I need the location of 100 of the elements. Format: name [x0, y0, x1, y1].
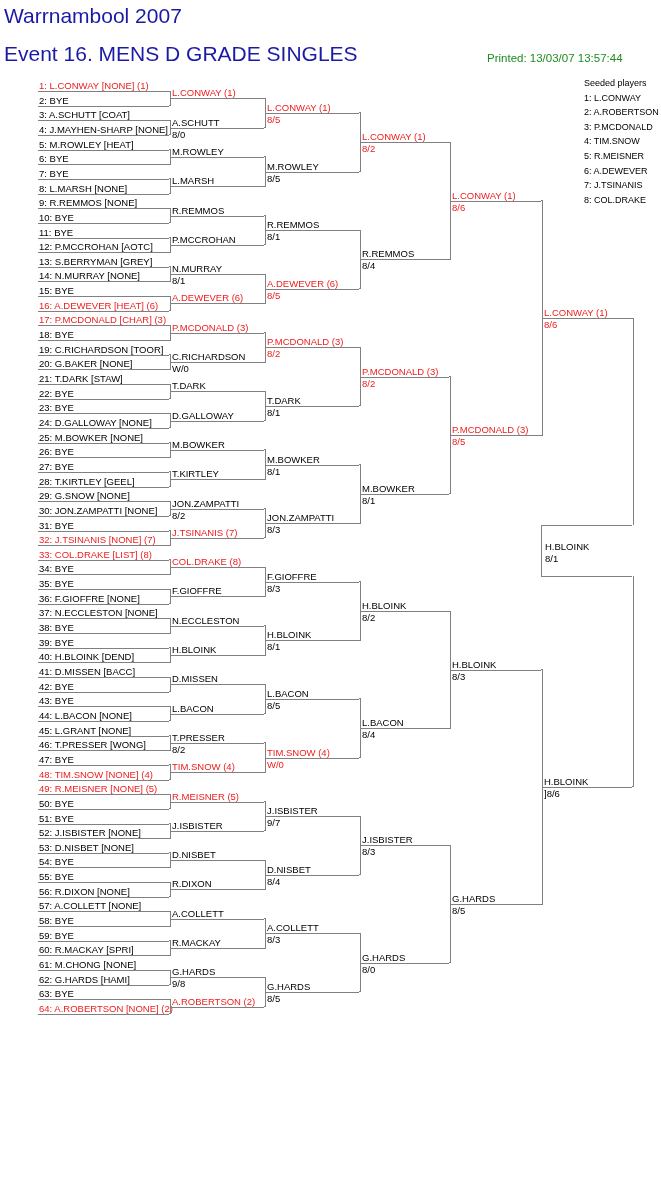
bracket-connector [263, 508, 267, 524]
player-name: L.CONWAY (1) [543, 307, 608, 319]
player-name: 35: BYE [38, 578, 74, 590]
player-name: 56: R.DIXON [NONE] [38, 885, 130, 897]
player-name: 53: D.NISBET [NONE] [38, 841, 134, 853]
match-score: 8/3 [266, 524, 281, 536]
match-score: 8/5 [266, 992, 281, 1004]
match-score: 8/1 [266, 406, 281, 418]
bracket-connector [263, 742, 267, 759]
player-name: T.PRESSER [171, 731, 225, 743]
bracket-connector [168, 420, 172, 429]
bracket-connector [168, 881, 172, 890]
player-name: 4: J.MAYHEN-SHARP [NONE] [38, 123, 168, 135]
event-title: Event 16. MENS D GRADE SINGLES [4, 42, 358, 66]
bracket-connector [168, 705, 172, 715]
player-name: 52: J.ISBISTER [NONE] [38, 827, 141, 839]
bracket-connector [358, 962, 362, 993]
player-name: A.ROBERTSON (2) [172, 995, 256, 1007]
bracket-connector [168, 90, 172, 99]
player-name: 45: L.GRANT [NONE] [38, 724, 132, 736]
player-name: A.DEWEVER (6) [266, 277, 339, 289]
match-score: 8/4 [266, 875, 281, 887]
player-name: 22: BYE [38, 387, 74, 399]
player-name: G.HARDS [266, 980, 311, 992]
match-score: 8/3 [361, 846, 376, 858]
player-name: 51: BYE [38, 812, 74, 824]
bracket-connector [168, 412, 172, 422]
player-name: 8: L.MARSH [NONE] [38, 182, 128, 194]
player-name: 39: BYE [38, 636, 74, 648]
bracket-connector [358, 346, 362, 378]
bracket-connector [263, 683, 267, 700]
bracket-connector [168, 676, 172, 685]
player-name: TIM.SNOW (4) [266, 746, 330, 758]
bracket-connector [168, 742, 172, 751]
bracket-connector [263, 581, 267, 597]
seed-list-entry: 2: A.ROBERTSON [584, 107, 659, 118]
player-name: 12: P.MCCROHAN [AOTC] [38, 241, 153, 253]
player-name: G.HARDS [171, 966, 216, 978]
player-name: H.BLOINK [545, 541, 590, 553]
match-score: 8/1 [545, 553, 559, 565]
match-score: 8/4 [361, 260, 376, 272]
bracket-connector [168, 998, 172, 1008]
player-name: A.DEWEVER (6) [171, 292, 244, 304]
player-name: 24: D.GALLOWAY [NONE] [38, 416, 152, 428]
bracket-connector [263, 991, 267, 1008]
bracket-connector [168, 127, 172, 136]
match-score: 8/2 [171, 743, 186, 755]
match-score: 8/2 [361, 377, 376, 389]
bracket-connector [263, 156, 267, 173]
bracket-connector [168, 771, 172, 781]
seed-list-entry: 3: P.MCDONALD [584, 121, 653, 132]
match-score: 8/0 [361, 963, 376, 975]
bracket-connector [168, 625, 172, 634]
bracket-connector [540, 786, 544, 905]
player-name: 54: BYE [38, 856, 74, 868]
player-name: A.SCHUTT [171, 116, 220, 128]
bracket-connector [358, 932, 362, 964]
player-name: 34: BYE [38, 563, 74, 575]
bracket-connector [168, 793, 172, 803]
player-name: R.REMMOS [361, 248, 415, 260]
bracket-connector [263, 112, 267, 129]
bracket-connector [263, 976, 267, 993]
match-score: 8/1 [266, 231, 281, 243]
player-name: 5: M.ROWLEY [HEAT] [38, 138, 134, 150]
bracket-connector [168, 588, 172, 597]
bracket-connector [168, 149, 172, 158]
bracket-connector [263, 405, 267, 422]
print-timestamp: Printed: 13/03/07 13:57:44 [487, 52, 623, 64]
player-name: 20: G.BAKER [NONE] [38, 358, 133, 370]
player-name: T.DARK [171, 380, 206, 392]
bracket-connector [263, 171, 267, 187]
bracket-connector [263, 639, 267, 656]
player-name: 19: C.RICHARDSON [TOOR] [38, 343, 164, 355]
match-score: 8/4 [361, 729, 376, 741]
player-name: T.KIRTLEY [171, 468, 219, 480]
bracket-connector [168, 273, 172, 282]
bracket-connector [168, 859, 172, 868]
bracket-connector [263, 566, 267, 583]
bracket-connector [168, 302, 172, 312]
player-name: L.CONWAY (1) [171, 87, 236, 99]
player-name: 55: BYE [38, 871, 74, 883]
match-score: 8/0 [171, 128, 186, 140]
bracket-connector [263, 801, 267, 817]
player-name: D.NISBET [171, 849, 216, 861]
player-name: 1: L.CONWAY [NONE] (1) [38, 80, 149, 91]
player-name: 41: D.MISSEN [BACC] [38, 666, 136, 677]
bracket-connector [168, 617, 172, 627]
bracket-connector [358, 112, 362, 143]
player-name: 40: H.BLOINK [DEND] [38, 651, 135, 663]
bracket-connector [168, 361, 172, 370]
bracket-connector [358, 727, 362, 759]
bracket-connector [168, 566, 172, 575]
player-name: J.ISBISTER [171, 819, 223, 831]
player-name: 36: F.GIOFFRE [NONE] [38, 592, 140, 604]
bracket-connector [358, 493, 362, 524]
bracket-connector [168, 207, 172, 216]
player-name: R.MEISNER (5) [171, 790, 240, 802]
seed-list-entry: 7: J.TSINANIS [584, 180, 643, 191]
player-name: P.MCDONALD (3) [451, 424, 529, 436]
bracket-connector [168, 683, 172, 693]
